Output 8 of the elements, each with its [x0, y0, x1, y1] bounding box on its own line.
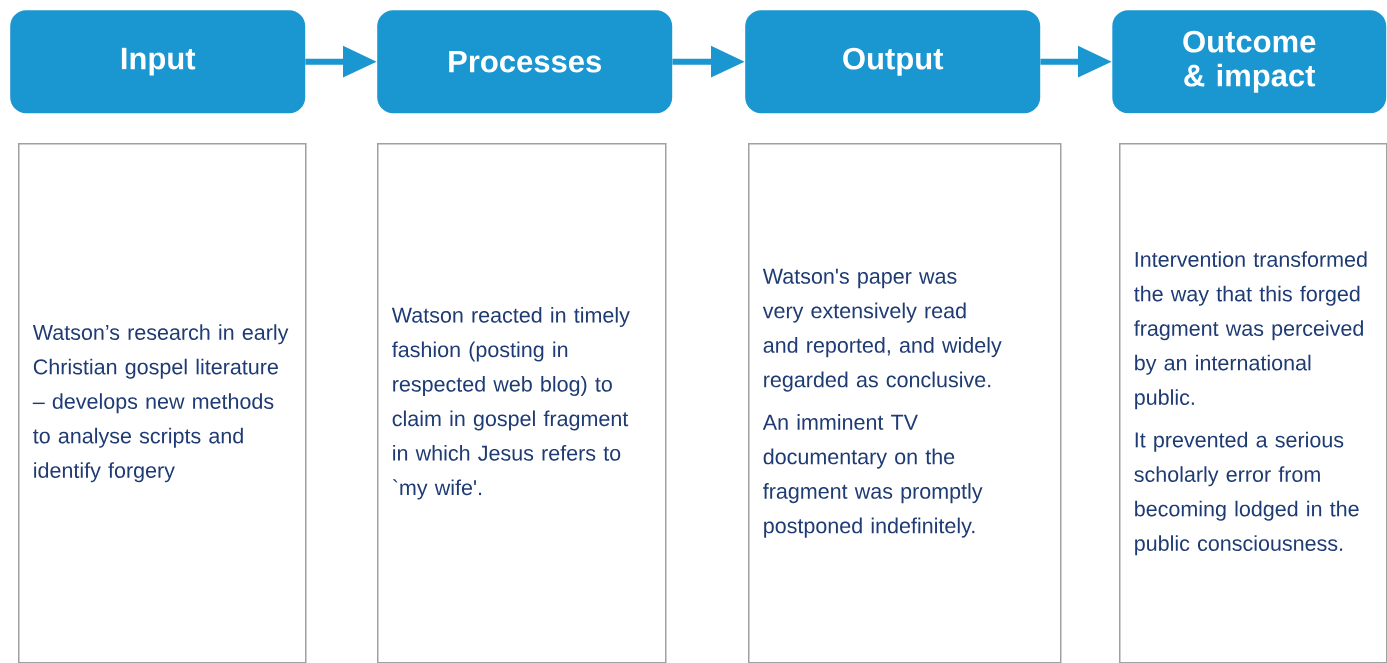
text-box: Watson reacted in timely fashion (posting in respected web blog) to claim in gospel fragment in which Jesus refers to `my wife'.: [377, 143, 667, 663]
stage-box: Input: [10, 10, 306, 114]
stage-box: Processes: [377, 10, 673, 114]
stage-box: Outcome & impact: [1112, 10, 1387, 114]
stage-box: Output: [745, 10, 1041, 114]
text-box: Watson's paper was very extensively read and reported, and widely regarded as conclusive. An imminent TV documentary on the fragment was promptly postponed indefinitely.: [748, 143, 1062, 663]
text-box: Watson’s research in early Christian gospel literature – develops new methods to analyse scripts and identify forgery: [18, 143, 307, 663]
text-box: Intervention transformed the way that this forged fragment was perceived by an international public. It prevented a serious scholarly error from becoming lodged in the public consciousness.: [1119, 143, 1387, 663]
